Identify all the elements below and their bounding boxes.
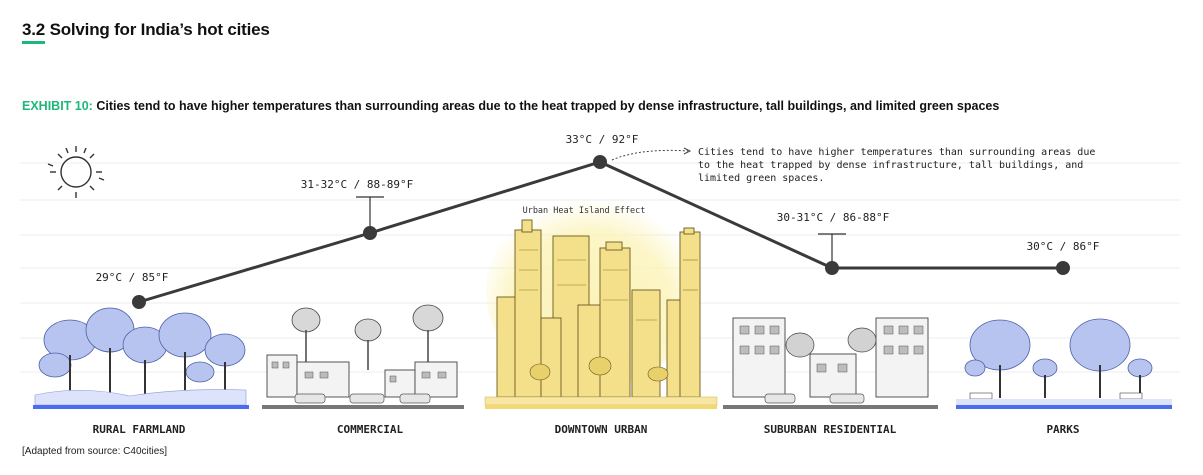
annotation-arrow [611,149,689,161]
heat-island-label: Urban Heat Island Effect [523,206,646,216]
temp-label-commercial: 31-32°C / 88-89°F [301,178,414,191]
temperature-line [132,155,1070,309]
exhibit-caption-text: Cities tend to have higher temperatures … [96,99,1000,113]
downtown-urban-illustration [484,219,718,409]
point-downtown [593,155,607,169]
point-parks [1056,261,1070,275]
section-title-text: Solving for India’s hot cities [49,20,270,39]
zone-labels: RURAL FARMLAND COMMERCIAL DOWNTOWN URBAN… [93,423,1080,436]
suburban-residential-illustration [723,317,938,409]
sun-icon [47,146,105,198]
point-rural [132,295,146,309]
annotation-line-1: Cities tend to have higher temperatures … [698,147,1095,158]
rural-farmland-illustration [33,307,249,409]
temp-label-suburban: 30-31°C / 86-88°F [777,211,890,224]
parks-illustration [956,318,1172,409]
zone-label-rural: RURAL FARMLAND [93,423,186,436]
point-suburban [825,261,839,275]
exhibit-tag: EXHIBIT 10: [22,99,93,113]
annotation-line-3: limited green spaces. [698,173,824,184]
temperature-labels: 29°C / 85°F 31-32°C / 88-89°F 33°C / 92°… [96,133,1100,284]
section-number: 3.2 [22,20,45,44]
zone-label-parks: PARKS [1046,423,1079,436]
source-note: [Adapted from source: C40cities] [22,446,168,457]
temp-label-downtown: 33°C / 92°F [566,133,639,146]
temp-label-rural: 29°C / 85°F [96,271,169,284]
temp-label-parks: 30°C / 86°F [1027,240,1100,253]
commercial-illustration [262,304,464,409]
exhibit-caption: EXHIBIT 10: Cities tend to have higher t… [22,99,999,113]
annotation-text: Cities tend to have higher temperatures … [698,147,1095,184]
point-commercial [363,226,377,240]
section-title: 3.2 Solving for India’s hot cities [22,20,270,44]
zone-label-commercial: COMMERCIAL [337,423,404,436]
zone-label-downtown: DOWNTOWN URBAN [555,423,648,436]
zone-label-suburban: SUBURBAN RESIDENTIAL [764,423,897,436]
annotation-line-2: to the heat trapped by dense infrastruct… [698,160,1083,171]
